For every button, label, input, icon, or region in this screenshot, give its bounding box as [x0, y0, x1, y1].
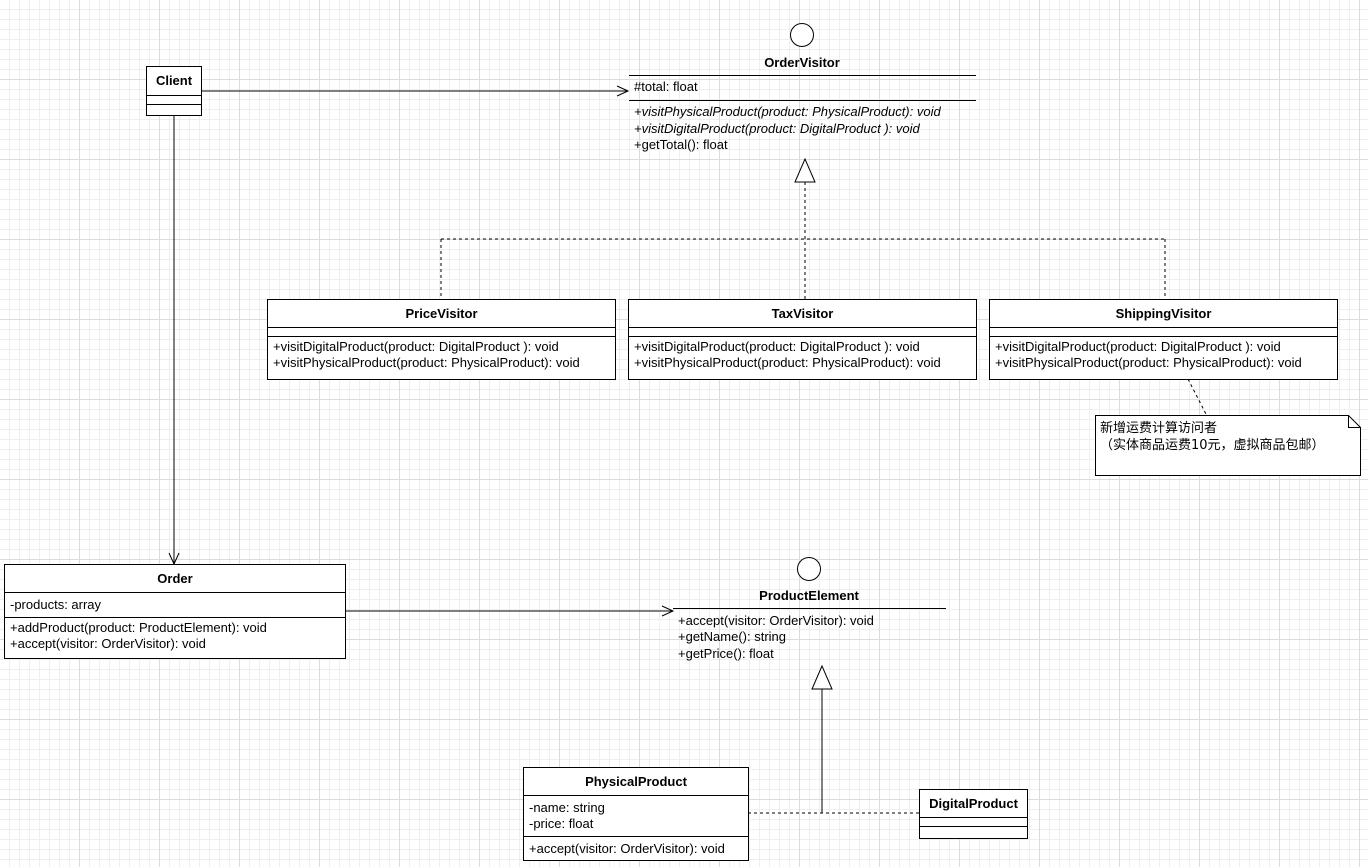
class-physicalproduct-methods: +accept(visitor: OrderVisitor): void [524, 837, 748, 859]
note-line: （实体商品运费10元，虚拟商品包邮） [1100, 438, 1325, 453]
class-client-methods [147, 105, 201, 113]
method: +addProduct(product: ProductElement): vo… [10, 620, 267, 635]
class-taxvisitor-name: TaxVisitor [629, 300, 976, 328]
class-client-attributes [147, 96, 201, 105]
class-shippingvisitor-attributes [990, 328, 1337, 337]
interface-productelement-divider [673, 608, 946, 609]
realization-triangle-ordervisitor [794, 157, 816, 183]
attribute: -price: float [529, 816, 594, 831]
class-physicalproduct-name: PhysicalProduct [524, 768, 748, 796]
method: +visitDigitalProduct(product: DigitalPro… [995, 339, 1281, 354]
method: +accept(visitor: OrderVisitor): void [529, 841, 725, 856]
attribute: -products: array [10, 597, 102, 612]
method: +visitPhysicalProduct(product: PhysicalP… [995, 355, 1302, 370]
class-pricevisitor-attributes [268, 328, 615, 337]
arrowhead-order-productelement [661, 605, 675, 617]
class-physicalproduct[interactable]: PhysicalProduct -name: string -price: fl… [523, 767, 749, 861]
note-text: 新增运费计算访问者 （实体商品运费10元，虚拟商品包邮） [1100, 420, 1325, 454]
note-dogear-shape [1095, 415, 1361, 476]
interface-ordervisitor-method: +visitPhysicalProduct(product: PhysicalP… [634, 104, 941, 119]
class-pricevisitor[interactable]: PriceVisitor +visitDigitalProduct(produc… [267, 299, 616, 380]
interface-ordervisitor-method: +getTotal(): float [634, 137, 728, 152]
class-shippingvisitor-methods: +visitDigitalProduct(product: DigitalPro… [990, 337, 1337, 373]
interface-ordervisitor-lollipop-icon [790, 23, 814, 47]
method: +visitDigitalProduct(product: DigitalPro… [634, 339, 920, 354]
method: +accept(visitor: OrderVisitor): void [10, 636, 206, 651]
class-digitalproduct-methods [920, 827, 1027, 835]
class-order-name: Order [5, 565, 345, 593]
class-order-attributes: -products: array [5, 593, 345, 618]
interface-ordervisitor-divider-mid [629, 100, 976, 101]
interface-ordervisitor-attribute: #total: float [634, 79, 698, 94]
class-client-name: Client [147, 67, 201, 96]
interface-productelement-method: +getName(): string [678, 629, 787, 644]
arrowhead-client-ordervisitor [616, 85, 630, 97]
class-pricevisitor-name: PriceVisitor [268, 300, 615, 328]
class-digitalproduct-name: DigitalProduct [920, 790, 1027, 818]
edge-note-anchor [1187, 378, 1207, 415]
interface-productelement-name: ProductElement [759, 588, 859, 603]
class-order[interactable]: Order -products: array +addProduct(produ… [4, 564, 346, 659]
class-digitalproduct-attributes [920, 818, 1027, 827]
interface-ordervisitor-name: OrderVisitor [764, 55, 840, 70]
interface-productelement-method: +accept(visitor: OrderVisitor): void [678, 613, 874, 628]
class-taxvisitor-methods: +visitDigitalProduct(product: DigitalPro… [629, 337, 976, 373]
class-taxvisitor-attributes [629, 328, 976, 337]
interface-productelement-method: +getPrice(): float [678, 646, 774, 661]
realization-triangle-productelement [811, 664, 833, 690]
class-client[interactable]: Client [146, 66, 202, 116]
class-digitalproduct[interactable]: DigitalProduct [919, 789, 1028, 839]
class-shippingvisitor-name: ShippingVisitor [990, 300, 1337, 328]
interface-ordervisitor-method: +visitDigitalProduct(product: DigitalPro… [634, 121, 920, 136]
edge-visitors-realize-ordervisitor[interactable] [440, 182, 1166, 299]
class-physicalproduct-attributes: -name: string -price: float [524, 796, 748, 837]
interface-productelement-lollipop-icon [797, 557, 821, 581]
method: +visitDigitalProduct(product: DigitalPro… [273, 339, 559, 354]
class-order-methods: +addProduct(product: ProductElement): vo… [5, 618, 345, 654]
class-taxvisitor[interactable]: TaxVisitor +visitDigitalProduct(product:… [628, 299, 977, 380]
class-pricevisitor-methods: +visitDigitalProduct(product: DigitalPro… [268, 337, 615, 373]
attribute: -name: string [529, 800, 605, 815]
method: +visitPhysicalProduct(product: PhysicalP… [273, 355, 580, 370]
note-shipping-visitor[interactable]: 新增运费计算访问者 （实体商品运费10元，虚拟商品包邮） [1095, 415, 1361, 476]
method: +visitPhysicalProduct(product: PhysicalP… [634, 355, 941, 370]
note-line: 新增运费计算访问者 [1100, 421, 1218, 436]
class-shippingvisitor[interactable]: ShippingVisitor +visitDigitalProduct(pro… [989, 299, 1338, 380]
interface-ordervisitor-divider-top [629, 75, 976, 76]
